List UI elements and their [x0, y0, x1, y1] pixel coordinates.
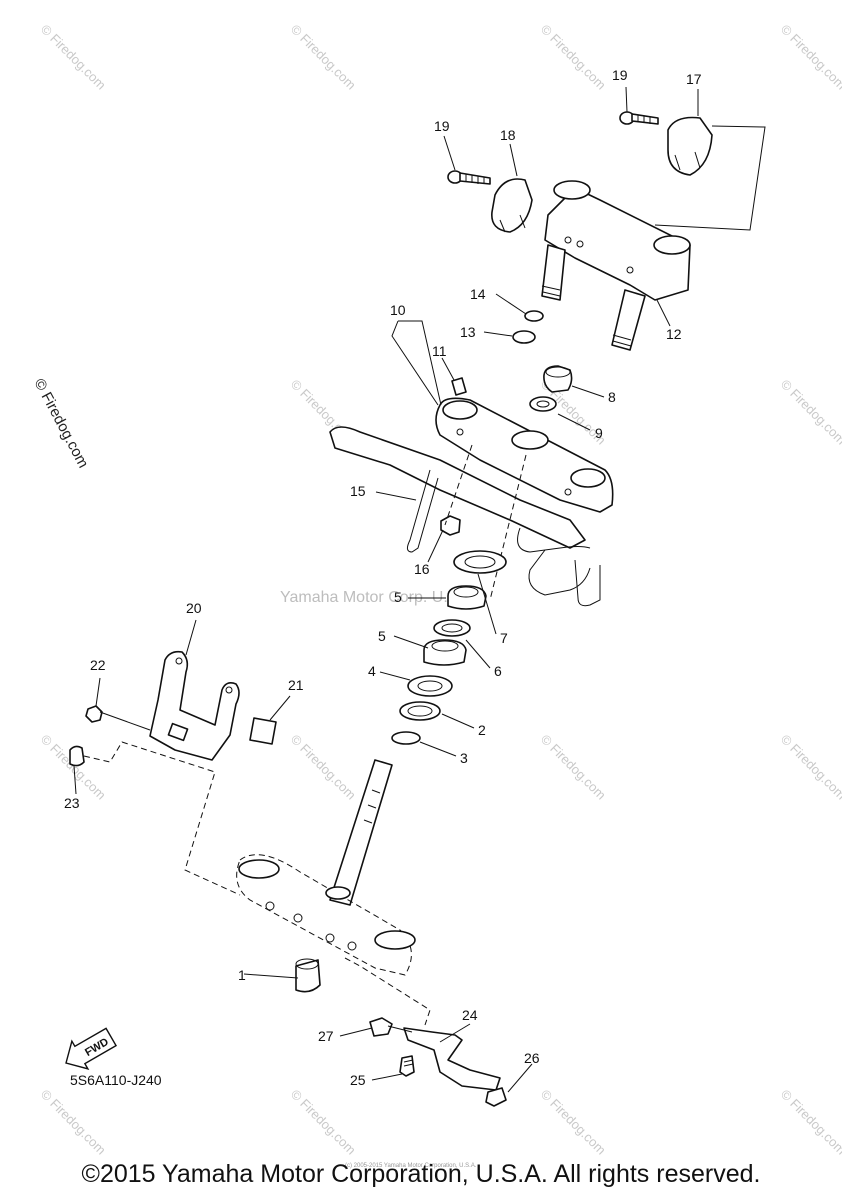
copyright-footer: ©2015 Yamaha Motor Corporation, U.S.A. A…: [81, 1160, 761, 1188]
nut-part-16: [440, 515, 461, 536]
callout-6: 6: [494, 663, 502, 679]
callout-11: 11: [432, 343, 447, 359]
watermark-text: © Firedog.com: [38, 22, 109, 93]
ring-nut-part-5: [447, 585, 487, 610]
callout-5: 5: [378, 628, 386, 644]
callout-21: 21: [288, 677, 304, 693]
steering-stem-shaft: [329, 759, 393, 906]
watermark-text: © Firedog.com: [288, 22, 359, 93]
watermark-text: © Firedog.com: [778, 377, 842, 448]
watermark-text: © Firedog.com: [538, 732, 609, 803]
washer-part-9: [529, 396, 557, 412]
callout-9: 9: [595, 425, 603, 441]
callout-16: 16: [414, 561, 430, 577]
watermark-text: © Firedog.com: [38, 1087, 109, 1158]
steering-axis-line: [444, 444, 473, 526]
steering-axis-line: [489, 454, 527, 601]
callout-8: 8: [608, 389, 616, 405]
bearing-cover-part-4: [407, 675, 453, 697]
callout-12: 12: [666, 326, 682, 342]
callout-25: 25: [350, 1072, 366, 1088]
watermark-text: © Firedog.com: [778, 732, 842, 803]
watermark-text: © Firedog.com: [778, 22, 842, 93]
callout-7: 7: [500, 630, 508, 646]
lower-bracket-assembly: [236, 759, 416, 993]
callout-24: 24: [462, 1007, 478, 1023]
watermark-text: © Firedog.com: [38, 732, 109, 803]
bracket-part-20: [149, 650, 240, 761]
callout-10: 10: [390, 302, 406, 318]
pad-part-21: [249, 717, 277, 745]
upper-clamp-part-18: [491, 178, 533, 233]
clip-part-26: [485, 1087, 507, 1107]
bracket-connect-line: [344, 957, 431, 1026]
handlebar-holder-assembly: [447, 111, 766, 351]
steering-stem-stack: [391, 550, 507, 745]
bracket-assembly-24: [344, 957, 507, 1107]
washer-part-14: [524, 310, 544, 322]
upper-bracket-part-10: [435, 397, 614, 513]
callout-1: 1: [238, 967, 246, 983]
callout-15: 15: [350, 483, 366, 499]
callout-17: 17: [686, 71, 702, 87]
ring-nut-part-5: [423, 639, 467, 666]
lock-washer-part-7: [453, 550, 507, 574]
watermark-text: © Firedog.com: [538, 22, 609, 93]
watermark-text: © Firedog.com: [778, 1087, 842, 1158]
callout-23: 23: [64, 795, 80, 811]
bolt-part-19: [619, 111, 659, 125]
callout-13: 13: [460, 324, 476, 340]
watermark-text: © Firedog.com: [288, 732, 359, 803]
bolt-part-19: [447, 170, 491, 185]
callout-27: 27: [318, 1028, 334, 1044]
callout-2: 2: [478, 722, 486, 738]
cap-nut-part-8: [543, 365, 573, 393]
bracket-connect-line: [83, 741, 241, 896]
callout-22: 22: [90, 657, 106, 673]
side-watermark: © Firedog.com: [30, 376, 91, 471]
callout-26: 26: [524, 1050, 540, 1066]
callout-5: 5: [394, 589, 402, 605]
bearing-part-2: [399, 701, 441, 721]
watermark-text: © Firedog.com: [538, 1087, 609, 1158]
callout-3: 3: [460, 750, 468, 766]
callout-19: 19: [434, 118, 450, 134]
diagram-code: 5S6A110-J240: [70, 1072, 162, 1088]
seal-part-3: [391, 731, 421, 745]
bolt-part-22: [85, 705, 103, 723]
callout-14: 14: [470, 286, 486, 302]
callout-4: 4: [368, 663, 376, 679]
bolt-part-11: [451, 377, 467, 396]
washer-part-13: [512, 330, 536, 344]
callout-18: 18: [500, 127, 516, 143]
fwd-arrow-icon: FWD: [65, 1027, 118, 1070]
bolt-part-27: [369, 1017, 393, 1037]
bracket-assembly-20: [69, 650, 277, 896]
center-watermark: Yamaha Motor Corp. U.S.A.: [280, 589, 478, 606]
small-copyright-note: (c) 2005-2015 Yamaha Motor Corporation, …: [345, 1163, 477, 1169]
leader-lines: [73, 86, 699, 1093]
cap-part-1: [295, 959, 321, 993]
lower-bracket-outline: [236, 854, 412, 976]
callout-labels: 1 2 3 4 5 5 6 7 8 9 10 11 12 13 14 15 16…: [64, 67, 702, 1088]
upper-bracket-assembly: [435, 365, 614, 513]
rubber-washer-part-6: [433, 619, 471, 637]
bolt-part-25: [399, 1055, 415, 1077]
watermark-text: © Firedog.com: [288, 1087, 359, 1158]
bracket-part-24: [403, 1027, 501, 1091]
watermark-layer: © Firedog.com © Firedog.com © Firedog.co…: [30, 22, 842, 1158]
upper-clamp-part-17: [667, 116, 713, 176]
callout-19: 19: [612, 67, 628, 83]
grommet-part-23: [69, 745, 85, 767]
callout-20: 20: [186, 600, 202, 616]
